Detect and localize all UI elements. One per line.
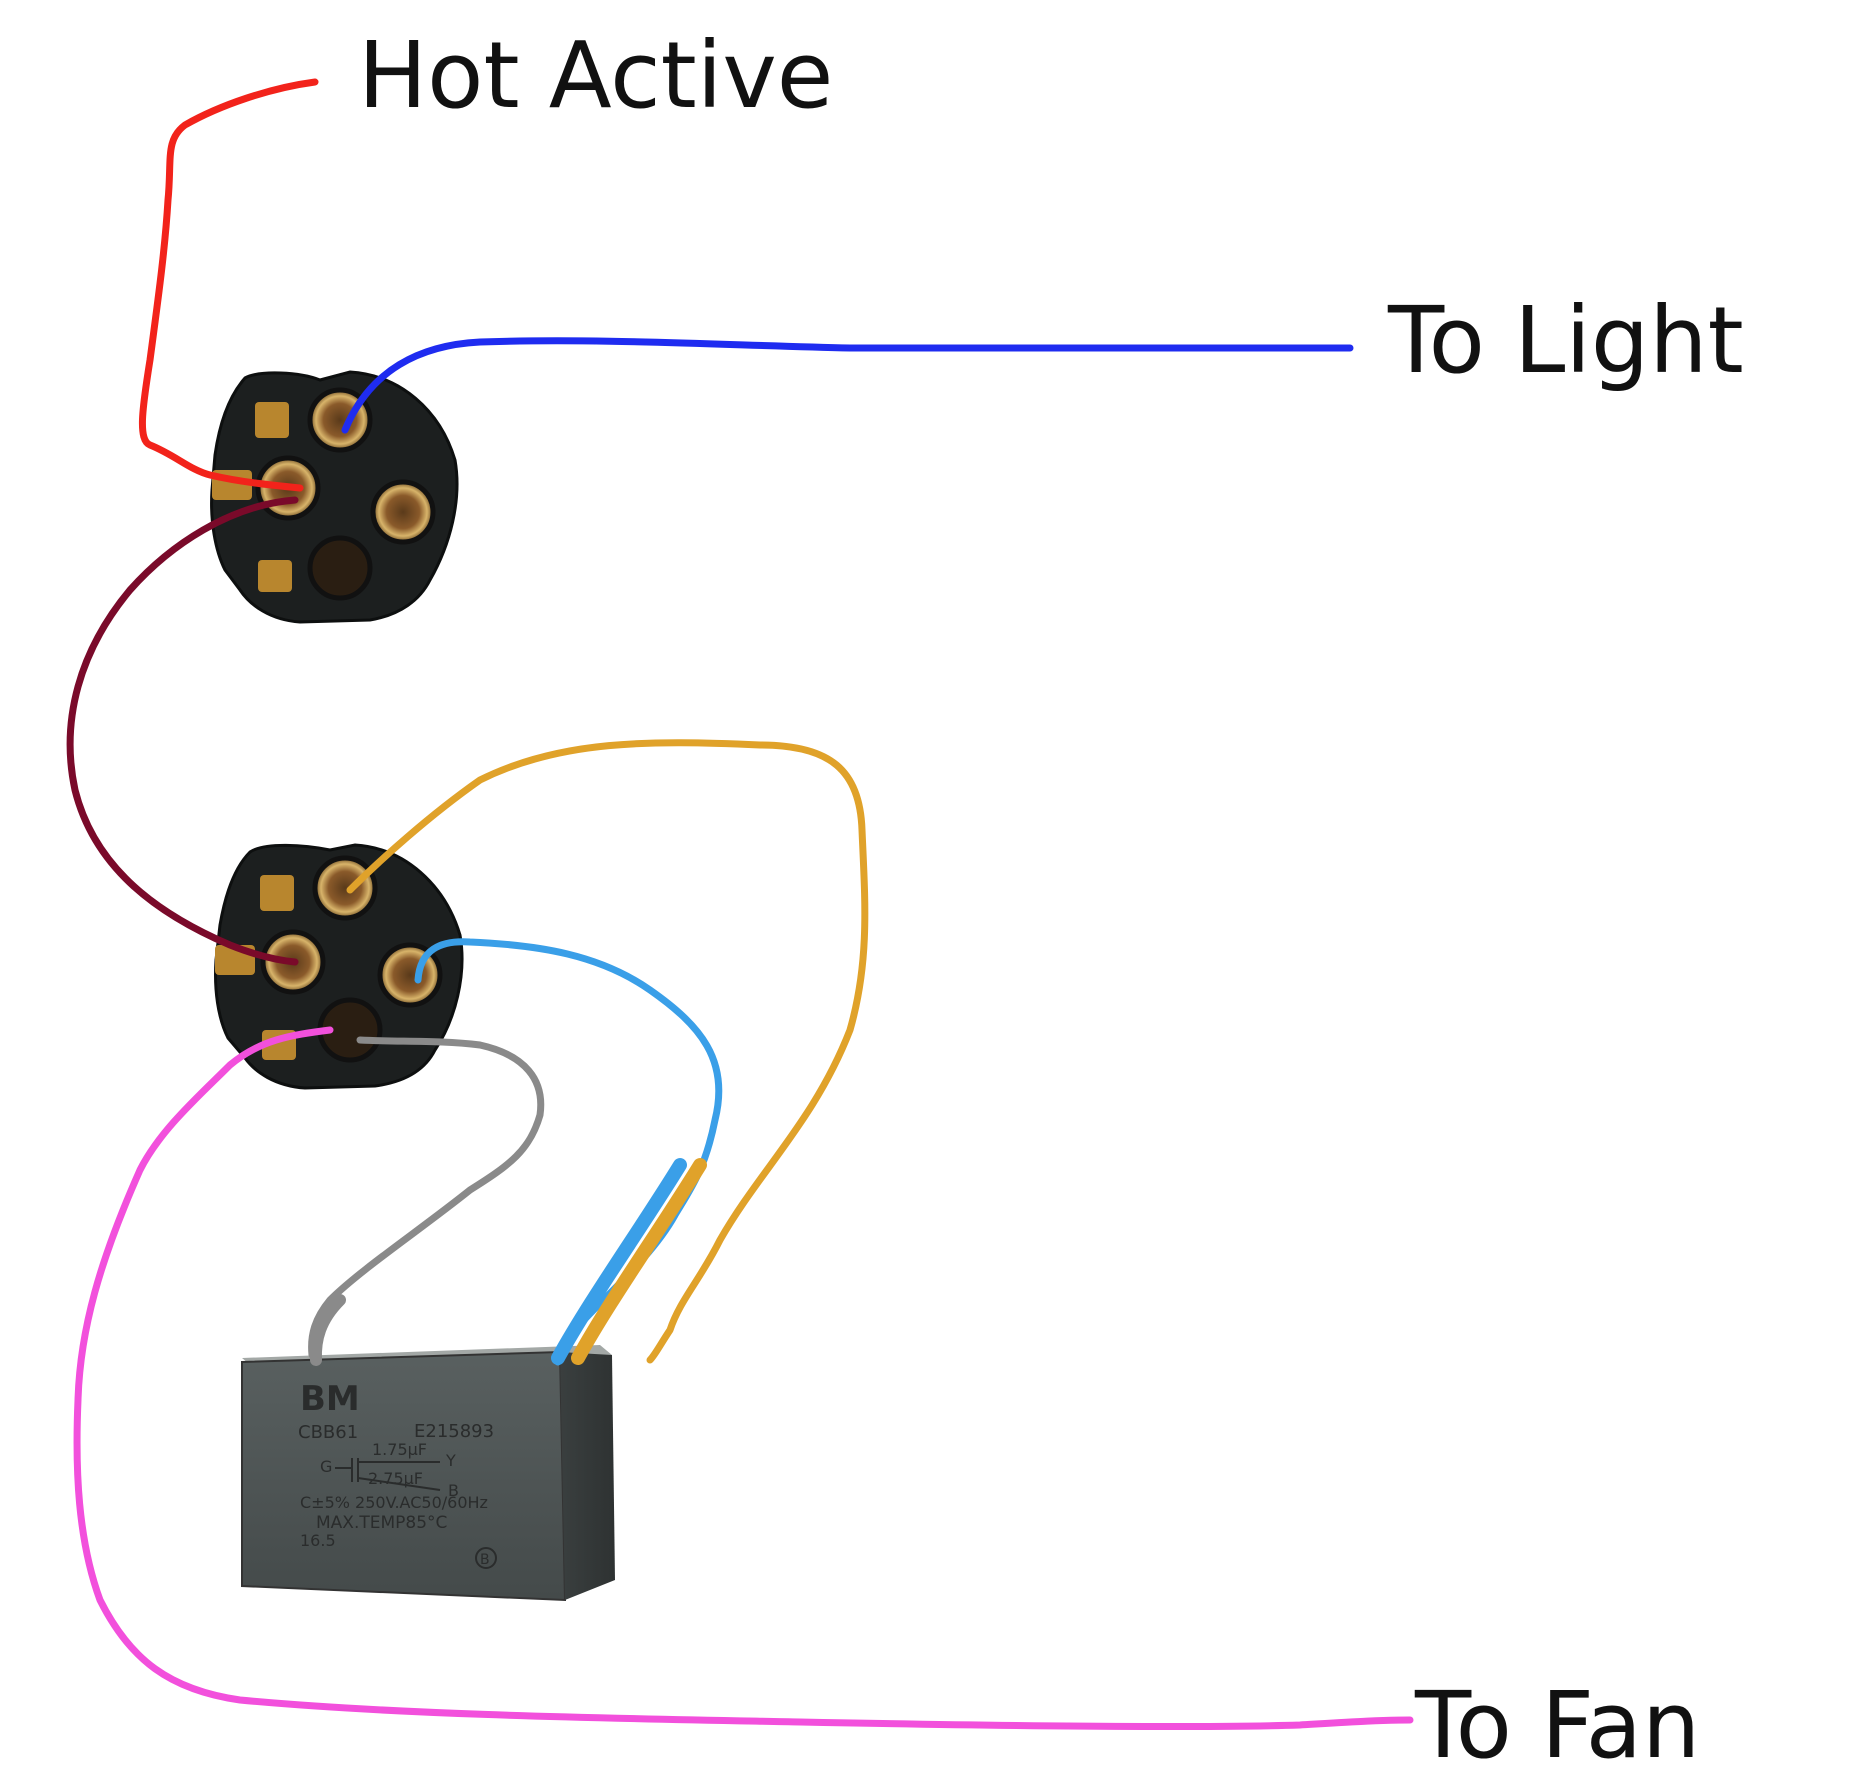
capacitor-cert: E215893	[414, 1421, 494, 1442]
capacitor-side	[560, 1352, 615, 1600]
capacitor: BM CBB61 E215893 1.75µF 2.75µF G Y B C±5…	[241, 1345, 615, 1602]
top-switch-screw-1	[255, 402, 289, 438]
fan-wire	[73, 1026, 1414, 1730]
capacitor-symbol	[335, 1458, 441, 1491]
light-blue-lead	[551, 1158, 687, 1365]
yellow-wire	[346, 739, 869, 1364]
light-blue-wire	[414, 938, 723, 1366]
bottom-switch	[214, 843, 464, 1090]
top-switch	[210, 370, 459, 624]
bottom-switch-terminal-1	[312, 855, 378, 921]
hot-wire	[139, 78, 319, 492]
grey-lead	[309, 1294, 346, 1366]
label-to-light: To Light	[1388, 287, 1744, 394]
top-switch-screw-3	[258, 560, 292, 592]
capacitor-model: CBB61	[298, 1422, 358, 1443]
capacitor-cap-y: 1.75µF	[372, 1440, 427, 1459]
capacitor-rating: C±5% 250V.AC50/60Hz	[300, 1493, 488, 1512]
capacitor-pin-y: Y	[445, 1451, 456, 1470]
top-switch-terminal-3	[370, 479, 436, 545]
capacitor-cap-b: 2.75µF	[368, 1469, 423, 1488]
label-hot-active: Hot Active	[358, 22, 834, 129]
grey-wire	[308, 1036, 545, 1359]
capacitor-pin-b: B	[448, 1481, 459, 1500]
bottom-switch-screw-1	[260, 875, 294, 911]
capacitor-brand: BM	[300, 1379, 360, 1419]
jumper-wire	[66, 496, 299, 966]
wires	[66, 78, 1414, 1730]
capacitor-mark: B	[480, 1552, 490, 1568]
label-to-fan: To Fan	[1415, 1672, 1701, 1779]
top-switch-terminal-4	[307, 535, 373, 601]
capacitor-code: 16.5	[300, 1531, 336, 1550]
capacitor-pin-g: G	[320, 1457, 332, 1476]
yellow-lead	[571, 1158, 707, 1365]
light-wire	[341, 337, 1354, 434]
capacitor-max-temp: MAX.TEMP85°C	[316, 1513, 447, 1533]
capacitor-mark-circle	[475, 1547, 497, 1569]
